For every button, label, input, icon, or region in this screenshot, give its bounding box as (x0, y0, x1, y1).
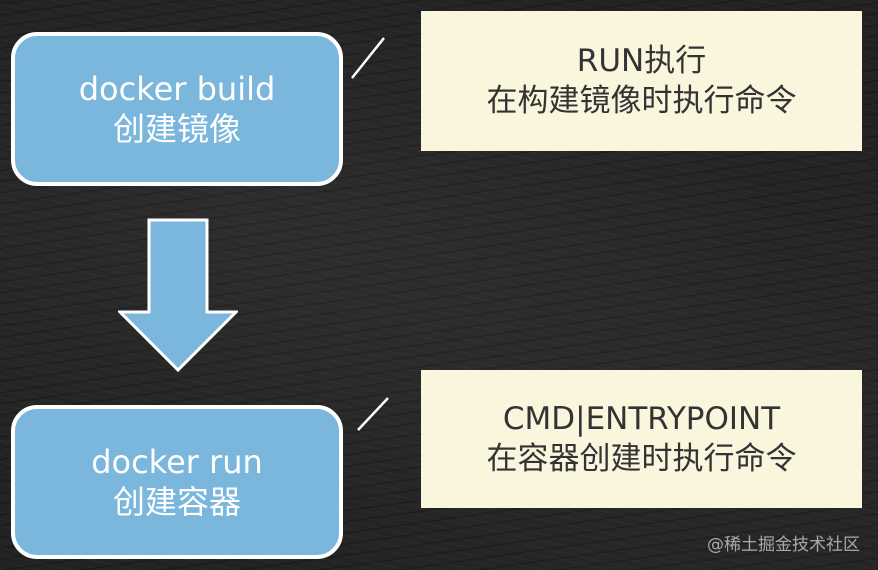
watermark: @稀土掘金技术社区 (707, 535, 860, 555)
run-note-description: 在构建镜像时执行命令 (486, 83, 797, 119)
cmd-note-description: 在容器创建时执行命令 (486, 441, 797, 477)
run-instruction-note: RUN执行 在构建镜像时执行命令 (421, 11, 862, 151)
docker-run-step: docker run 创建容器 (11, 405, 343, 559)
docker-build-description: 创建镜像 (112, 110, 241, 148)
docker-run-description: 创建容器 (112, 483, 241, 521)
run-note-connector (357, 397, 389, 431)
cmd-note-title: CMD|ENTRYPOINT (502, 401, 781, 437)
cmd-entrypoint-note: CMD|ENTRYPOINT 在容器创建时执行命令 (421, 370, 862, 508)
docker-build-step: docker build 创建镜像 (11, 32, 343, 186)
down-arrow-icon (118, 218, 238, 373)
docker-run-command: docker run (91, 443, 263, 481)
docker-build-command: docker build (78, 70, 276, 108)
run-note-title: RUN执行 (576, 43, 707, 79)
build-note-connector (351, 37, 385, 79)
